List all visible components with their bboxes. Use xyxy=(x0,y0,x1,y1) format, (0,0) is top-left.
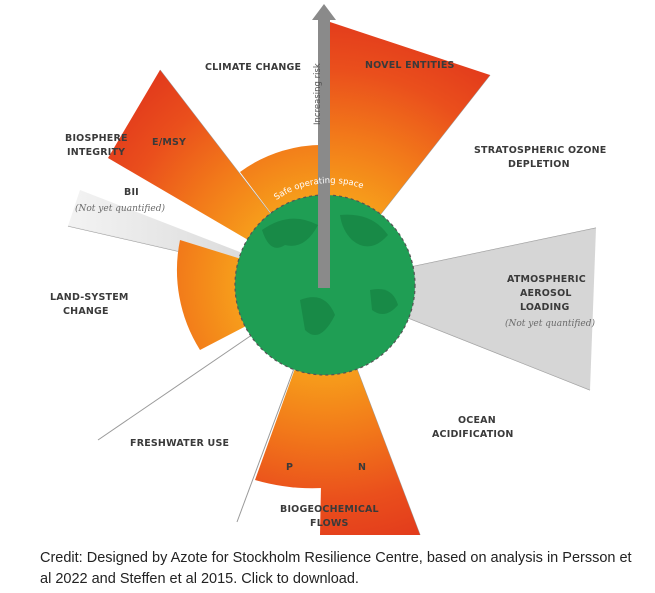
land-system-label-line1: LAND-SYSTEM xyxy=(50,292,129,303)
globe-continents xyxy=(262,214,398,335)
ozone-label-line2: DEPLETION xyxy=(508,159,570,170)
increasing-risk-label: Increasing risk xyxy=(313,63,323,125)
novel-entities-label: NOVEL ENTITIES xyxy=(365,60,455,71)
aerosol-label-line3: LOADING xyxy=(520,302,569,313)
aerosol-note: (Not yet quantified) xyxy=(505,318,595,329)
nitrogen-label: N xyxy=(358,462,366,473)
freshwater-label: FRESHWATER USE xyxy=(130,438,229,449)
phosphorus-label: P xyxy=(286,462,293,473)
ocean-label-line1: OCEAN xyxy=(458,415,496,426)
emsy-label: E/MSY xyxy=(152,137,186,148)
biogeochemical-label-line2: FLOWS xyxy=(310,518,349,529)
aerosol-label-line1: ATMOSPHERIC xyxy=(507,274,586,285)
biosphere-label-line1: BIOSPHERE xyxy=(65,133,128,144)
bii-note: (Not yet quantified) xyxy=(75,203,165,214)
ozone-label-line1: STRATOSPHERIC OZONE xyxy=(474,145,606,156)
land-system-label-line2: CHANGE xyxy=(63,306,109,317)
planetary-boundaries-diagram[interactable]: Increasing risk Safe operating space CLI… xyxy=(0,0,655,540)
ocean-label-line2: ACIDIFICATION xyxy=(432,429,514,440)
biosphere-label-line2: INTEGRITY xyxy=(67,147,125,158)
boundary-ring xyxy=(234,194,416,376)
increasing-risk-axis xyxy=(312,4,336,288)
bii-label: BII xyxy=(124,187,139,198)
credit-caption[interactable]: Credit: Designed by Azote for Stockholm … xyxy=(40,550,632,587)
aerosol-wedge xyxy=(325,228,596,390)
biogeochemical-label-line1: BIOGEOCHEMICAL xyxy=(280,504,379,515)
aerosol-label-line2: AEROSOL xyxy=(520,288,572,299)
climate-change-label: CLIMATE CHANGE xyxy=(205,62,301,73)
